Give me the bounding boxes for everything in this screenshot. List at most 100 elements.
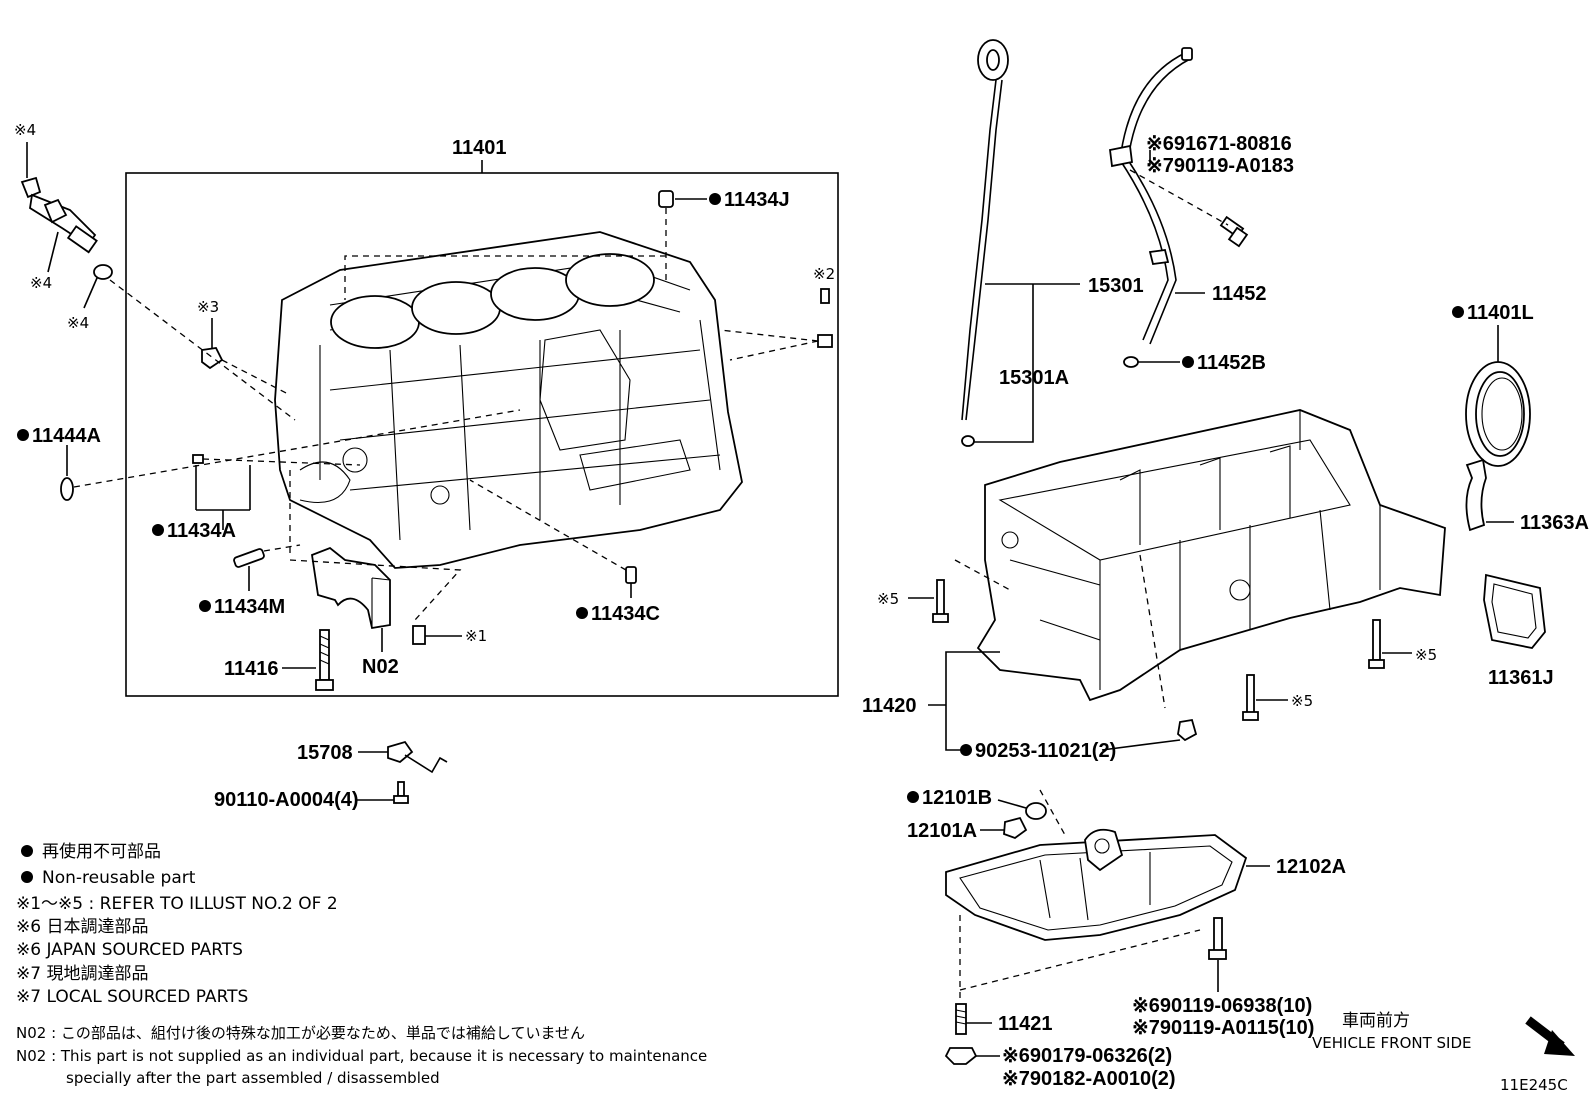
legend-dot (21, 845, 33, 857)
legend-local: ※7 LOCAL SOURCED PARTS (16, 987, 248, 1007)
note-n02-en: N02 : This part is not supplied as an in… (16, 1047, 707, 1065)
bolt-690119 (1208, 917, 1227, 960)
note-n02-en-2: specially after the part assembled / dis… (66, 1069, 440, 1087)
gasket-11361j (1483, 573, 1546, 649)
legend: 再使用不可部品 Non-reusable part ※1～※5 : REFER … (16, 841, 707, 1087)
non-reusable-dot (1452, 306, 1464, 318)
oil-pan-lower (945, 828, 1248, 941)
non-reusable-dot (199, 600, 211, 612)
tube-bolt (1219, 215, 1249, 248)
label-11434c[interactable]: 11434C (591, 603, 660, 625)
non-reusable-dot (576, 607, 588, 619)
dipstick-15301 (961, 39, 1009, 421)
ref-690179-06326[interactable]: ※690179-06326(2) (1002, 1045, 1172, 1067)
non-reusable-dot (709, 193, 721, 205)
label-12101a[interactable]: 12101A (907, 820, 977, 842)
plate-11363a (1465, 458, 1487, 532)
legend-jp-local: ※7 現地調達部品 (16, 964, 148, 984)
rear-oil-seal-11401l (1465, 361, 1531, 467)
ref-790119-a0183[interactable]: ※790119-A0183 (1146, 155, 1294, 177)
oil-jet-s4 (20, 176, 98, 254)
label-12102a[interactable]: 12102A (1276, 856, 1346, 878)
legend-dot (21, 871, 33, 883)
cylinder-block (274, 231, 743, 569)
oring-11452b (1123, 356, 1139, 368)
front-en: VEHICLE FRONT SIDE (1312, 1034, 1472, 1052)
bolt-11416 (315, 629, 334, 691)
oring-s4 (93, 264, 113, 280)
label-15708[interactable]: 15708 (297, 742, 353, 764)
label-11434j[interactable]: 11434J (724, 189, 790, 211)
bolt-s5-a (932, 579, 949, 623)
illustration-code: 11E245C (1500, 1076, 1568, 1094)
label-90253[interactable]: 90253-11021(2) (975, 740, 1116, 762)
label-11452b[interactable]: 11452B (1197, 352, 1266, 374)
ref-790182-a0010[interactable]: ※790182-A0010(2) (1002, 1068, 1176, 1090)
gasket-12101b (1025, 802, 1047, 820)
oring-11444a (60, 477, 74, 501)
stud-11421 (955, 1003, 967, 1035)
oil-guide-15708 (387, 740, 448, 774)
note-s4-top[interactable]: ※4 (14, 121, 36, 139)
note-s4-low[interactable]: ※4 (67, 314, 89, 332)
label-11416[interactable]: 11416 (224, 658, 279, 680)
oil-pan-upper (976, 409, 1446, 702)
ref-790119-a0115[interactable]: ※790119-A0115(10) (1132, 1017, 1314, 1039)
label-11401[interactable]: 11401 (452, 137, 507, 159)
pin-11434c (625, 566, 637, 584)
label-11434m[interactable]: 11434M (214, 596, 285, 618)
label-11434a[interactable]: 11434A (167, 520, 236, 542)
pin-s2-top (820, 288, 830, 304)
non-reusable-dot (152, 524, 164, 536)
plug-12101a (1003, 816, 1028, 840)
label-11363a[interactable]: 11363A (1520, 512, 1589, 534)
non-reusable-dot (960, 744, 972, 756)
note-s5-c[interactable]: ※5 (1291, 692, 1313, 710)
pin-11434m (233, 548, 265, 568)
pin-1 (412, 625, 426, 645)
label-15301[interactable]: 15301 (1088, 275, 1144, 297)
legend-jp-japan: ※6 日本調達部品 (16, 917, 148, 937)
guide-tube-11452 (1109, 47, 1193, 345)
plug-s3 (201, 347, 224, 370)
bolt-s5-c (1242, 674, 1259, 721)
front-jp: 車両前方 (1342, 1011, 1410, 1031)
pin-s2 (817, 334, 833, 348)
note-s3[interactable]: ※3 (197, 298, 219, 316)
plug-90253 (1177, 718, 1198, 742)
label-90110[interactable]: 90110-A0004(4) (214, 789, 359, 811)
label-11421[interactable]: 11421 (998, 1013, 1053, 1035)
label-11401l[interactable]: 11401L (1467, 302, 1534, 324)
label-11361j[interactable]: 11361J (1488, 667, 1554, 689)
pin-11434j (658, 190, 674, 208)
ref-690119-06938[interactable]: ※690119-06938(10) (1132, 995, 1312, 1017)
legend-refer: ※1～※5 : REFER TO ILLUST NO.2 OF 2 (16, 894, 338, 914)
bearing-cap-n02 (311, 546, 391, 630)
legend-nonreusable: Non-reusable part (42, 868, 196, 888)
label-11452[interactable]: 11452 (1212, 283, 1267, 305)
non-reusable-dot (17, 429, 29, 441)
note-s5-a[interactable]: ※5 (877, 590, 899, 608)
front-arrow-icon (1525, 1016, 1575, 1056)
non-reusable-dot (907, 791, 919, 803)
label-12101b[interactable]: 12101B (922, 787, 992, 809)
non-reusable-dot (1182, 356, 1194, 368)
note-s4-mid[interactable]: ※4 (30, 274, 52, 292)
nut-690179 (944, 1047, 978, 1065)
ref-691671[interactable]: ※691671-80816 (1146, 133, 1292, 155)
oring-15301a (961, 435, 975, 447)
note-s2[interactable]: ※2 (813, 265, 835, 283)
legend-japan: ※6 JAPAN SOURCED PARTS (16, 940, 243, 960)
note-s1[interactable]: ※1 (465, 627, 487, 645)
bolt-s5-b (1368, 619, 1385, 669)
label-11420[interactable]: 11420 (862, 695, 917, 717)
label-11444a[interactable]: 11444A (32, 425, 101, 447)
note-n02-jp: N02 : この部品は、組付け後の特殊な加工が必要なため、単品では補給していませ… (16, 1024, 585, 1042)
note-s5-b[interactable]: ※5 (1415, 646, 1437, 664)
label-15301a[interactable]: 15301A (999, 367, 1069, 389)
label-n02[interactable]: N02 (362, 656, 399, 678)
bolt-90110 (393, 781, 409, 804)
pin-11434a (192, 454, 204, 464)
legend-jp-nonreusable: 再使用不可部品 (42, 841, 161, 862)
